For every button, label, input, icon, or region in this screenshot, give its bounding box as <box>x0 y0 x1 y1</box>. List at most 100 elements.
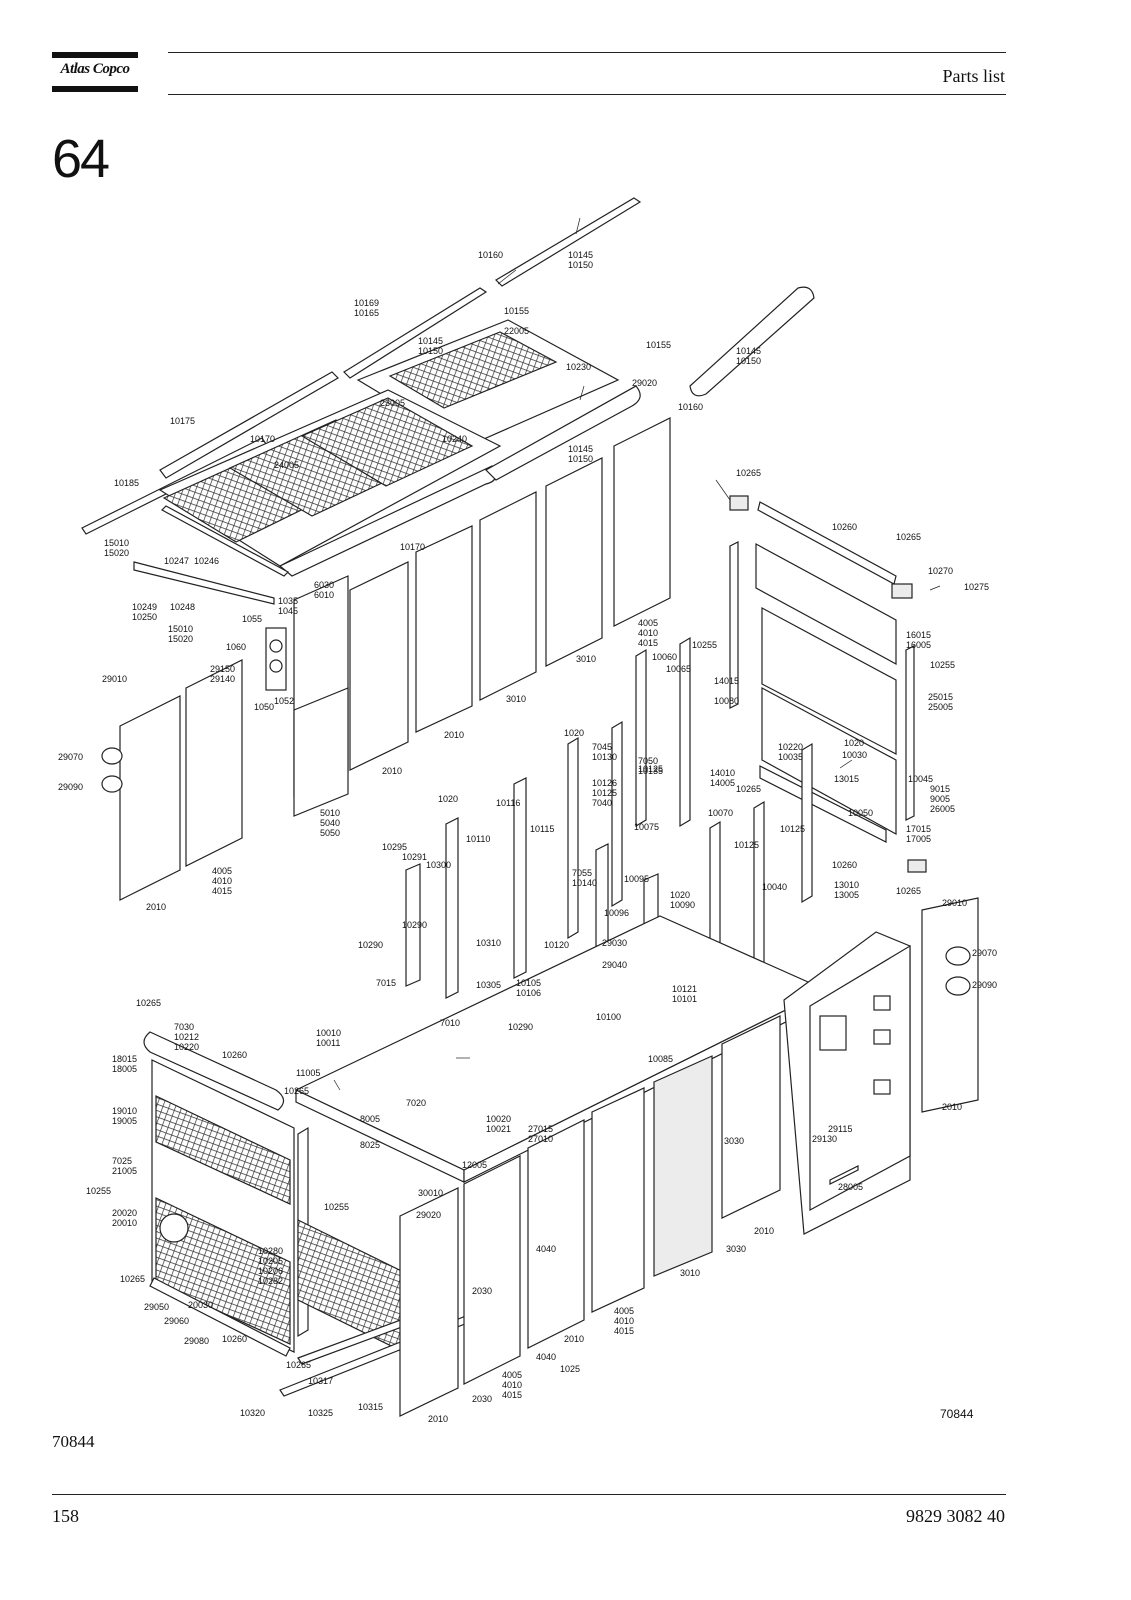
part-label: 10280 <box>258 1246 283 1256</box>
roof-rail-mid <box>343 287 488 379</box>
part-label: 10150 <box>418 346 443 356</box>
housing-window-3 <box>873 1029 891 1045</box>
part-label: 27010 <box>528 1134 553 1144</box>
part-label: 29020 <box>416 1210 441 1220</box>
part-label: 7030 <box>174 1022 194 1032</box>
part-label: 10325 <box>308 1408 333 1418</box>
part-label: 2010 <box>444 730 464 740</box>
endcap-3 <box>907 859 927 873</box>
part-label: 10165 <box>354 308 379 318</box>
decal-oval-1 <box>101 747 123 765</box>
part-label: 10310 <box>476 938 501 948</box>
housing-window-4 <box>873 1079 891 1095</box>
part-label: 29080 <box>184 1336 209 1346</box>
part-label: 29020 <box>632 378 657 388</box>
drawing-number: 70844 <box>940 1407 974 1421</box>
part-label: 10126 <box>592 778 617 788</box>
part-label: 10125 <box>734 840 759 850</box>
part-label: 4015 <box>638 638 658 648</box>
part-label: 5050 <box>320 828 340 838</box>
lower-door-1 <box>399 1187 459 1417</box>
part-label: 29070 <box>58 752 83 762</box>
part-label: 6030 <box>314 580 334 590</box>
part-label: 10060 <box>652 652 677 662</box>
part-label: 5010 <box>320 808 340 818</box>
part-label: 1020 <box>564 728 584 738</box>
part-label: 18015 <box>112 1054 137 1064</box>
part-label: 10290 <box>358 940 383 950</box>
part-label: 4040 <box>536 1352 556 1362</box>
part-label: 19010 <box>112 1106 137 1116</box>
part-label: 10282 <box>258 1276 283 1286</box>
part-label: 10265 <box>120 1274 145 1284</box>
left-door-1 <box>119 695 181 901</box>
part-label: 10125 <box>780 824 805 834</box>
part-label: 10145 <box>418 336 443 346</box>
part-label: 2010 <box>382 766 402 776</box>
part-label: 23005 <box>380 398 405 408</box>
part-label: 10145 <box>568 444 593 454</box>
part-label: 4015 <box>502 1390 522 1400</box>
part-label: 21005 <box>112 1166 137 1176</box>
part-label: 10260 <box>222 1050 247 1060</box>
part-label: 30010 <box>418 1188 443 1198</box>
part-label: 10300 <box>426 860 451 870</box>
part-label: 2010 <box>564 1334 584 1344</box>
part-label: 10130 <box>592 752 617 762</box>
roof-arch-right <box>485 385 641 481</box>
part-label: 29090 <box>58 782 83 792</box>
part-label: 2030 <box>472 1394 492 1404</box>
roof-support-bracket <box>133 561 275 605</box>
part-label: 10265 <box>286 1360 311 1370</box>
page-title: Parts list <box>942 66 1005 86</box>
part-label: 10140 <box>572 878 597 888</box>
part-label: 17005 <box>906 834 931 844</box>
part-label: 1050 <box>254 702 274 712</box>
corner-post-r1 <box>729 541 739 709</box>
part-label: 13010 <box>834 880 859 890</box>
part-label: 10010 <box>316 1028 341 1038</box>
part-label: 10206 <box>258 1266 283 1276</box>
part-label: 3030 <box>726 1244 746 1254</box>
part-label: 1045 <box>278 606 298 616</box>
part-label: 20010 <box>112 1218 137 1228</box>
part-label: 10250 <box>132 612 157 622</box>
roof-panels <box>133 319 641 605</box>
roof-grille-top <box>388 331 558 409</box>
document-number: 9829 3082 40 <box>906 1506 1005 1526</box>
part-label: 10170 <box>250 434 275 444</box>
side-panel-5 <box>545 457 603 667</box>
header-rule-top <box>168 52 1006 53</box>
panel-r1 <box>755 542 897 666</box>
post-11 <box>753 800 765 984</box>
part-label: 10155 <box>646 340 671 350</box>
part-label: 10291 <box>402 852 427 862</box>
part-label: 12005 <box>462 1160 487 1170</box>
part-label: 4010 <box>638 628 658 638</box>
part-label: 3010 <box>680 1268 700 1278</box>
part-label: 10248 <box>170 602 195 612</box>
part-label: 7050 <box>638 756 658 766</box>
part-label: 10290 <box>508 1022 533 1032</box>
part-label: 28005 <box>838 1182 863 1192</box>
part-label: 1055 <box>242 614 262 624</box>
part-label: 10080 <box>714 696 739 706</box>
endcap-1 <box>729 495 749 511</box>
exploded-parts-drawing: 10160 10145 10150 10155 10169 10165 1014… <box>58 197 997 1424</box>
part-label: 24005 <box>274 460 299 470</box>
part-label: 10021 <box>486 1124 511 1134</box>
part-label: 10260 <box>832 860 857 870</box>
bottom-strip <box>829 1165 859 1185</box>
housing-window-1 <box>819 1015 847 1051</box>
part-label: 10145 <box>568 250 593 260</box>
part-label: 2010 <box>146 902 166 912</box>
part-label: 29140 <box>210 674 235 684</box>
roof-rail-top <box>495 197 642 287</box>
part-label: 2010 <box>754 1226 774 1236</box>
part-label: 10116 <box>496 798 520 808</box>
part-label: 14015 <box>714 676 739 686</box>
right-upper-panels <box>729 495 927 873</box>
part-label: 8025 <box>360 1140 380 1150</box>
part-label: 29130 <box>812 1134 837 1144</box>
part-label: 10246 <box>194 556 219 566</box>
